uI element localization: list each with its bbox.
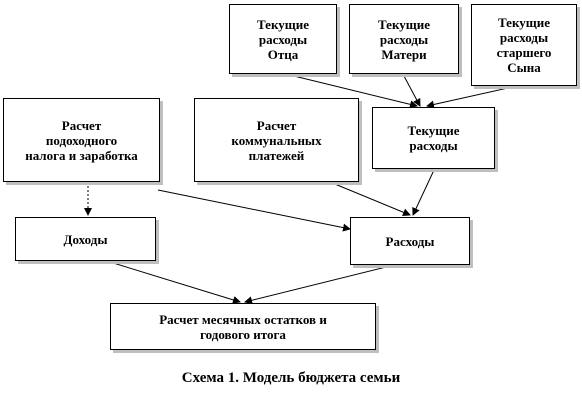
edge-father-current — [293, 75, 418, 109]
node-expenses: Расходы — [350, 217, 470, 265]
edge-current-expenses — [412, 169, 435, 216]
node-label: Расчет коммунальных платежей — [231, 117, 322, 163]
node-label: Расходы — [385, 233, 435, 249]
edge-son-current — [426, 85, 518, 109]
figure-caption: Схема 1. Модель бюджета семьи — [181, 370, 401, 386]
node-label: Текущие расходы — [407, 123, 460, 153]
node-son-expenses: Текущие расходы старшего Сына — [471, 4, 577, 86]
node-income: Доходы — [15, 217, 156, 261]
node-result: Расчет месячных остатков и годового итог… — [110, 303, 376, 350]
node-mother-expenses: Текущие расходы Матери — [349, 4, 459, 74]
node-label: Текущие расходы Матери — [378, 16, 430, 62]
node-label: Расчет месячных остатков и годового итог… — [159, 311, 327, 342]
node-label: Текущие расходы старшего Сына — [496, 15, 552, 75]
node-tax-calculation: Расчет подоходного налога и заработка — [3, 98, 160, 182]
node-label: Доходы — [63, 231, 108, 247]
node-current-expenses: Текущие расходы — [372, 107, 495, 169]
node-father-expenses: Текущие расходы Отца — [229, 4, 337, 74]
edge-expenses-result — [244, 265, 391, 305]
edge-tax-expenses — [157, 189, 351, 232]
edge-mother-current — [403, 75, 421, 107]
node-utility-calculation: Расчет коммунальных платежей — [194, 98, 359, 182]
node-label: Расчет подоходного налога и заработка — [25, 117, 138, 163]
edge-income-result — [109, 261, 241, 304]
node-label: Текущие расходы Отца — [257, 16, 309, 62]
edge-utility-expenses — [329, 181, 411, 217]
